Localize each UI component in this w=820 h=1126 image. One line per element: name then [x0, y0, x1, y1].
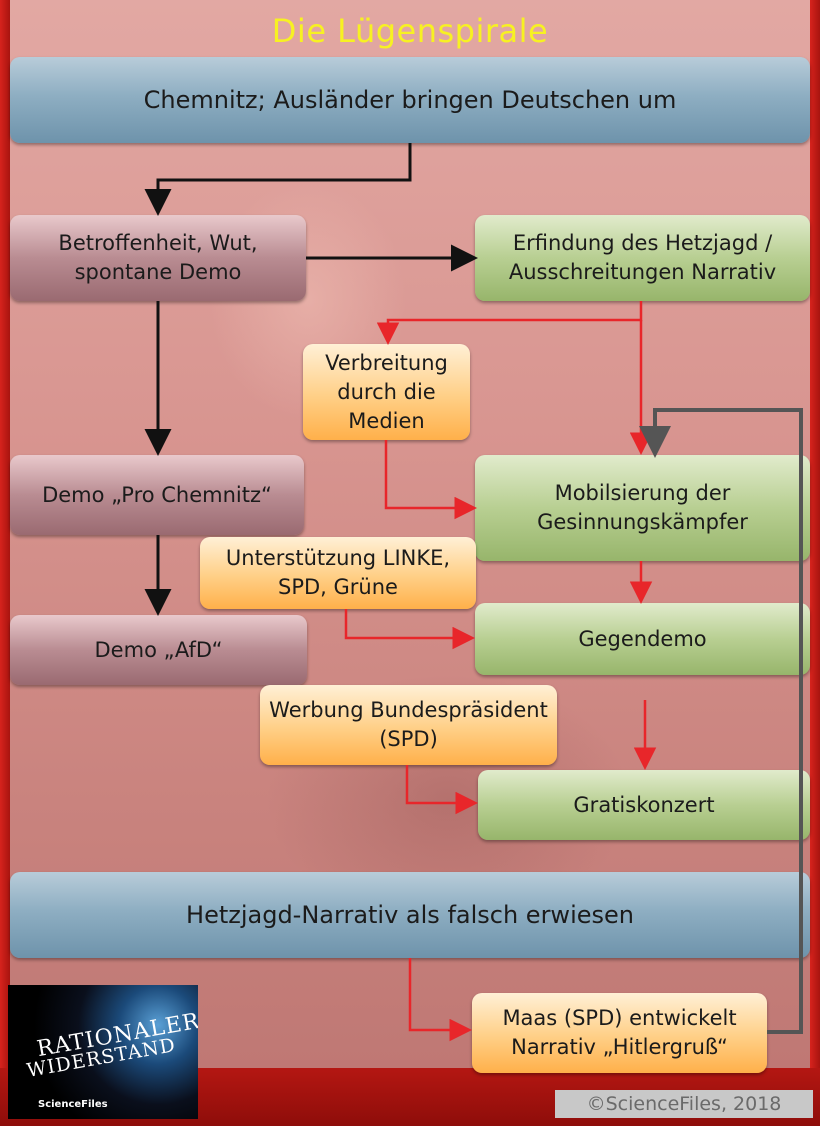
- box-demo-afd: Demo „AfD“: [10, 615, 307, 685]
- arrow-erfindung-to-verbreitung: [376, 301, 643, 345]
- box-mobilisierung: Mobilsierung der Gesinnungskämpfer: [475, 455, 810, 561]
- arrow-maas-to-mobilisierung-loop: [639, 408, 803, 1034]
- arrow-chemnitz-to-betroffenheit: [144, 143, 412, 216]
- box-erfindung: Erfindung des Hetzjagd / Ausschreitungen…: [475, 215, 810, 301]
- logo-brand: ScienceFiles: [38, 1099, 108, 1110]
- box-hetzjagd-falsch: Hetzjagd-Narrativ als falsch erwiesen: [10, 872, 810, 958]
- copyright-label: ©ScienceFiles, 2018: [555, 1090, 813, 1118]
- arrow-hetzjagd-to-maas: [408, 958, 472, 1042]
- box-unterstuetzung: Unterstützung LINKE, SPD, Grüne: [200, 537, 476, 609]
- arrow-verbreitung-to-mobilisierung: [384, 440, 477, 520]
- right-red-border: [810, 0, 820, 1126]
- box-maas: Maas (SPD) entwickelt Narrativ „Hitlergr…: [472, 993, 767, 1073]
- left-red-border: [0, 0, 10, 1126]
- box-verbreitung: Verbreitung durch die Medien: [303, 344, 470, 440]
- box-gegendemo: Gegendemo: [475, 603, 810, 675]
- box-demo-pro-chemnitz: Demo „Pro Chemnitz“: [10, 455, 304, 535]
- box-gratiskonzert: Gratiskonzert: [478, 770, 810, 840]
- arrow-unterstuetzung-to-gegendemo: [344, 609, 475, 650]
- rationaler-widerstand-logo: RATIONALER WIDERSTAND ScienceFiles: [8, 985, 198, 1119]
- box-betroffenheit: Betroffenheit, Wut, spontane Demo: [10, 215, 306, 301]
- box-chemnitz: Chemnitz; Ausländer bringen Deutschen um: [10, 57, 810, 143]
- arrow-werbung-to-gratiskonzert: [405, 765, 478, 815]
- box-werbung: Werbung Bundespräsident (SPD): [260, 685, 557, 765]
- slide-title: Die Lügenspirale: [271, 12, 549, 50]
